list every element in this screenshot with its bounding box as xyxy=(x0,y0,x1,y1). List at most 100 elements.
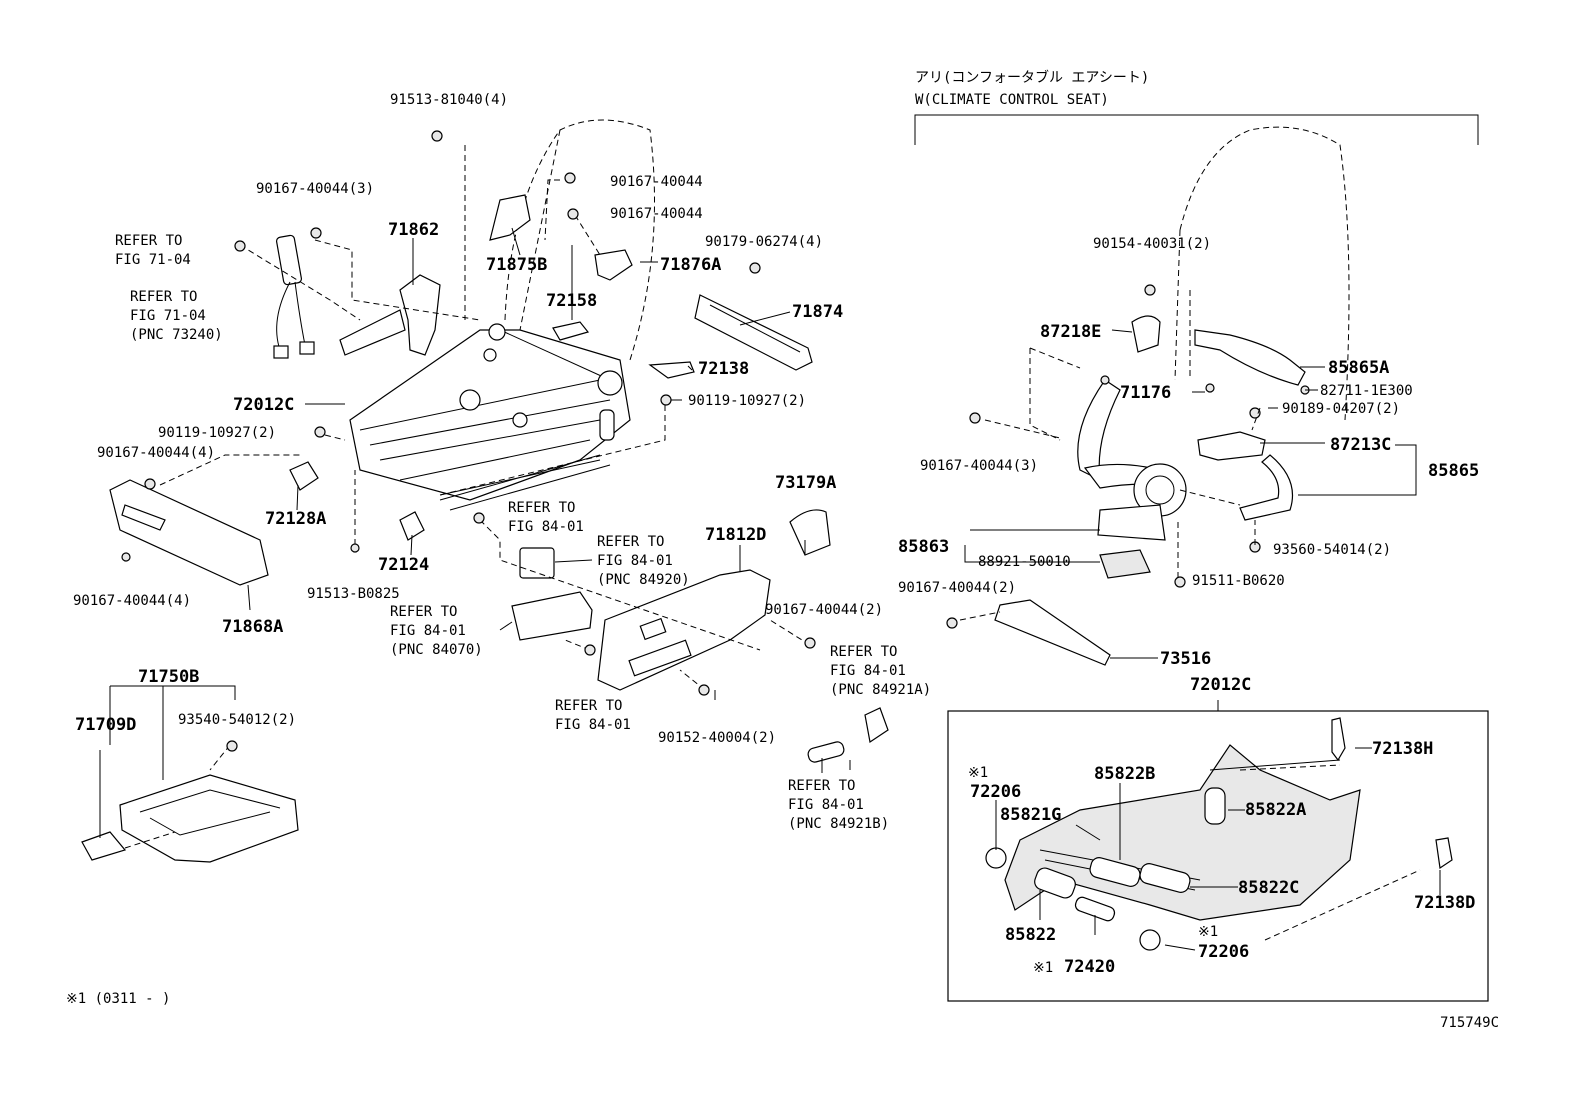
label-90119-10927-right: 90119-10927(2) xyxy=(688,393,806,409)
part-85865A-shape xyxy=(1194,329,1306,386)
label-72206-b: 72206 xyxy=(1198,942,1249,962)
fasteners-right xyxy=(946,284,1310,629)
detail-box-72012C xyxy=(947,700,1489,1002)
label-85822: 85822 xyxy=(1005,925,1056,945)
seat-frame-assembly xyxy=(349,323,631,511)
part-72124-shape xyxy=(399,511,425,541)
label-93560-54014: 93560-54014(2) xyxy=(1273,542,1391,558)
refer-84070-line1: REFER TO xyxy=(390,604,457,620)
climate-seat-outline xyxy=(1174,126,1350,421)
climate-bracket xyxy=(914,114,1479,145)
part-73179A-shape xyxy=(789,509,831,556)
label-72138D: 72138D xyxy=(1414,893,1475,913)
label-91511-B0620: 91511-B0620 xyxy=(1192,573,1285,589)
label-88921-50010: 88921-50010 xyxy=(978,554,1071,570)
label-90167-40044-a: 90167-40044 xyxy=(610,174,703,190)
label-71875B: 71875B xyxy=(486,255,547,275)
refer-71-04-b-line1: REFER TO xyxy=(130,289,197,305)
clip-72138H xyxy=(1331,717,1346,762)
part-71875B-shape xyxy=(489,194,531,241)
refer-84-01-a-line1: REFER TO xyxy=(508,500,575,516)
label-71868A: 71868A xyxy=(222,617,283,637)
part-71750B-shape xyxy=(119,774,299,863)
switch-knob-84921B xyxy=(807,741,845,763)
part-71868A-shape xyxy=(109,479,269,586)
label-85822B: 85822B xyxy=(1094,764,1155,784)
label-71750B: 71750B xyxy=(138,667,199,687)
label-72420: 72420 xyxy=(1064,957,1115,977)
clip-72138D xyxy=(1435,837,1453,870)
label-72138: 72138 xyxy=(698,359,749,379)
detail-box-frame xyxy=(1004,744,1421,941)
refer-84921A-line2: FIG 84-01 xyxy=(830,663,906,679)
label-71862: 71862 xyxy=(388,220,439,240)
part-71874-shape xyxy=(694,294,813,371)
control-module-84920 xyxy=(519,547,555,579)
label-71709D: 71709D xyxy=(75,715,136,735)
label-72138H: 72138H xyxy=(1372,739,1433,759)
part-85865-duct xyxy=(1239,454,1294,521)
label-85865: 85865 xyxy=(1428,461,1479,481)
label-71876A: 71876A xyxy=(660,255,721,275)
label-72012C-main: 72012C xyxy=(233,395,294,415)
leader-lines-right xyxy=(959,290,1417,659)
refer-84921B-line1: REFER TO xyxy=(788,778,855,794)
part-71709D-shape xyxy=(81,831,127,861)
label-85821G: 85821G xyxy=(1000,805,1061,825)
label-90179-06274: 90179-06274(4) xyxy=(705,234,823,250)
label-90167-40044-2a: 90167-40044(2) xyxy=(765,602,883,618)
refer-71-04-b-line3: (PNC 73240) xyxy=(130,327,223,343)
label-90167-40044-3: 90167-40044(3) xyxy=(256,181,374,197)
label-87218E: 87218E xyxy=(1040,322,1101,342)
label-90119-10927-left: 90119-10927(2) xyxy=(158,425,276,441)
note-mark-a: ※1 xyxy=(968,765,988,781)
refer-84-01-a-line2: FIG 84-01 xyxy=(508,519,584,535)
label-85865A: 85865A xyxy=(1328,358,1389,378)
label-73516: 73516 xyxy=(1160,649,1211,669)
label-72124: 72124 xyxy=(378,555,429,575)
refer-71-04-a-line1: REFER TO xyxy=(115,233,182,249)
part-87213C-shape xyxy=(1197,431,1266,461)
refer-84921A-line3: (PNC 84921A) xyxy=(830,682,931,698)
label-90154-40031: 90154-40031(2) xyxy=(1093,236,1211,252)
part-72158-shape xyxy=(552,321,590,341)
label-72012C-box: 72012C xyxy=(1190,675,1251,695)
refer-84921B-line3: (PNC 84921B) xyxy=(788,816,889,832)
label-85822C: 85822C xyxy=(1238,878,1299,898)
part-71862-shape xyxy=(339,274,441,356)
label-72206-a: 72206 xyxy=(970,782,1021,802)
switch-knob-84921A xyxy=(864,707,889,744)
label-90167-40044-4a: 90167-40044(4) xyxy=(97,445,215,461)
part-73516-rail xyxy=(994,599,1111,666)
climate-title-en: W(CLIMATE CONTROL SEAT) xyxy=(915,92,1109,108)
control-module-84070 xyxy=(511,591,593,641)
figure-id: 715749C xyxy=(1440,1015,1499,1031)
label-91513-B0825: 91513-B0825 xyxy=(307,586,400,602)
refer-84-01-b-line2: FIG 84-01 xyxy=(555,717,631,733)
leader-solid-left xyxy=(99,227,851,838)
label-72128A: 72128A xyxy=(265,509,326,529)
part-72128A-shape xyxy=(289,461,319,491)
seat-belt-buckle xyxy=(273,234,315,359)
part-87218E-shape xyxy=(1131,315,1161,353)
label-85822A: 85822A xyxy=(1245,800,1306,820)
label-90152-40004: 90152-40004(2) xyxy=(658,730,776,746)
part-85863-blower xyxy=(1097,463,1187,541)
refer-84070-line2: FIG 84-01 xyxy=(390,623,466,639)
motors-in-box xyxy=(985,787,1226,951)
part-88921-50010-filter xyxy=(1099,549,1151,579)
climate-title-jp: アリ(コンフォータブル エアシート) xyxy=(915,69,1149,86)
refer-84921B-line2: FIG 84-01 xyxy=(788,797,864,813)
refer-84921A-line1: REFER TO xyxy=(830,644,897,660)
note-mark-b: ※1 xyxy=(1033,960,1053,976)
seat-back-outline xyxy=(504,119,655,361)
refer-71-04-b-line2: FIG 71-04 xyxy=(130,308,206,324)
label-90167-40044-2b: 90167-40044(2) xyxy=(898,580,1016,596)
part-72138-shape xyxy=(648,361,695,379)
note-mark-c: ※1 xyxy=(1198,924,1218,940)
part-71876A-shape xyxy=(594,249,633,281)
refer-84-01-b-line1: REFER TO xyxy=(555,698,622,714)
label-71176: 71176 xyxy=(1120,383,1171,403)
label-91513-81040: 91513-81040(4) xyxy=(390,92,508,108)
